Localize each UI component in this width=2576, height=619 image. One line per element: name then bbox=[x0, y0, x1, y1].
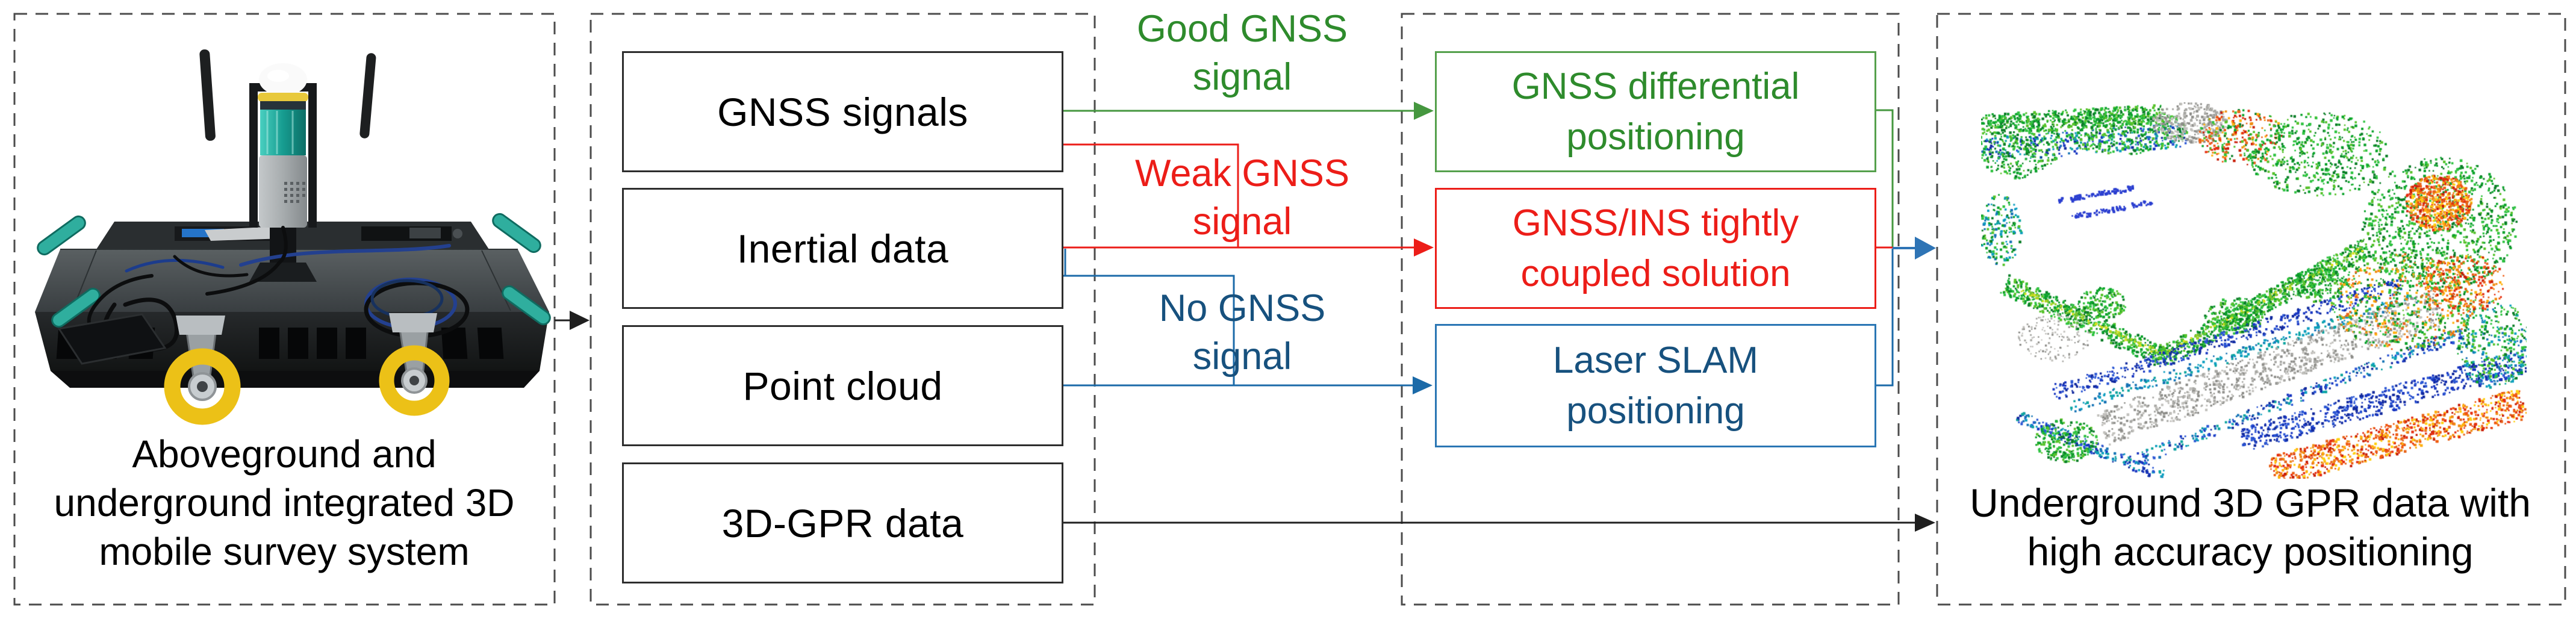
label-no-gnss-signal: No GNSS signal bbox=[1074, 284, 1411, 381]
device-handles bbox=[37, 213, 551, 328]
route-gpr-data bbox=[1063, 514, 1935, 532]
system-caption-line: mobile survey system bbox=[99, 530, 470, 573]
pointcloud-image bbox=[1981, 102, 2527, 479]
box-line: GNSS differential bbox=[1511, 65, 1800, 107]
system-caption-line: Aboveground and bbox=[132, 432, 437, 476]
box-gpr-data: 3D-GPR data bbox=[622, 462, 1063, 583]
box-line: Laser SLAM bbox=[1552, 339, 1759, 381]
box-gnss-ins-coupled: GNSS/INS tightly coupled solution bbox=[1435, 188, 1876, 309]
box-line: positioning bbox=[1566, 116, 1745, 158]
box-line: GNSS/INS tightly bbox=[1512, 202, 1799, 244]
label-good-gnss-signal: Good GNSS signal bbox=[1074, 5, 1411, 101]
box-point-cloud: Point cloud bbox=[622, 325, 1063, 446]
device-control-pad bbox=[57, 313, 167, 365]
label-weak-gnss-signal: Weak GNSS signal bbox=[1074, 149, 1411, 246]
lidar-sensor-icon bbox=[249, 63, 317, 282]
arrow-system-to-inputs bbox=[555, 311, 590, 330]
box-inertial-data: Inertial data bbox=[622, 188, 1063, 309]
arrow-solutions-to-output bbox=[1893, 237, 1936, 260]
route-weak-gnss bbox=[1063, 143, 1893, 257]
panel-system-frame bbox=[13, 13, 556, 606]
label-line: signal bbox=[1192, 56, 1292, 98]
wheel-right-icon bbox=[379, 313, 450, 416]
label-line: Weak GNSS bbox=[1135, 152, 1349, 194]
antenna-right-icon bbox=[359, 53, 376, 138]
label-line: No GNSS bbox=[1159, 287, 1326, 329]
label-line: signal bbox=[1192, 335, 1292, 378]
device-rear-tray bbox=[96, 222, 489, 249]
box-line: coupled solution bbox=[1520, 252, 1791, 294]
system-caption-line: underground integrated 3D bbox=[54, 481, 515, 524]
box-gnss-differential: GNSS differential positioning bbox=[1435, 51, 1876, 172]
label-line: signal bbox=[1192, 201, 1292, 243]
label-line: Good GNSS bbox=[1136, 8, 1348, 50]
route-good-gnss bbox=[1063, 102, 1894, 248]
wheel-left-icon bbox=[164, 316, 241, 425]
route-no-gnss bbox=[1063, 249, 1894, 394]
system-caption: Aboveground and underground integrated 3… bbox=[25, 430, 543, 576]
output-caption-line: Underground 3D GPR data with bbox=[1970, 481, 2531, 525]
panel-solutions-frame bbox=[1401, 13, 1900, 606]
output-caption-line: high accuracy positioning bbox=[2027, 529, 2474, 574]
box-gnss-signals: GNSS signals bbox=[622, 51, 1063, 172]
survey-system-photo bbox=[35, 49, 551, 425]
box-laser-slam: Laser SLAM positioning bbox=[1435, 324, 1876, 447]
box-line: positioning bbox=[1566, 390, 1745, 432]
antenna-left-icon bbox=[199, 49, 216, 141]
output-caption: Underground 3D GPR data with high accura… bbox=[1955, 479, 2545, 576]
